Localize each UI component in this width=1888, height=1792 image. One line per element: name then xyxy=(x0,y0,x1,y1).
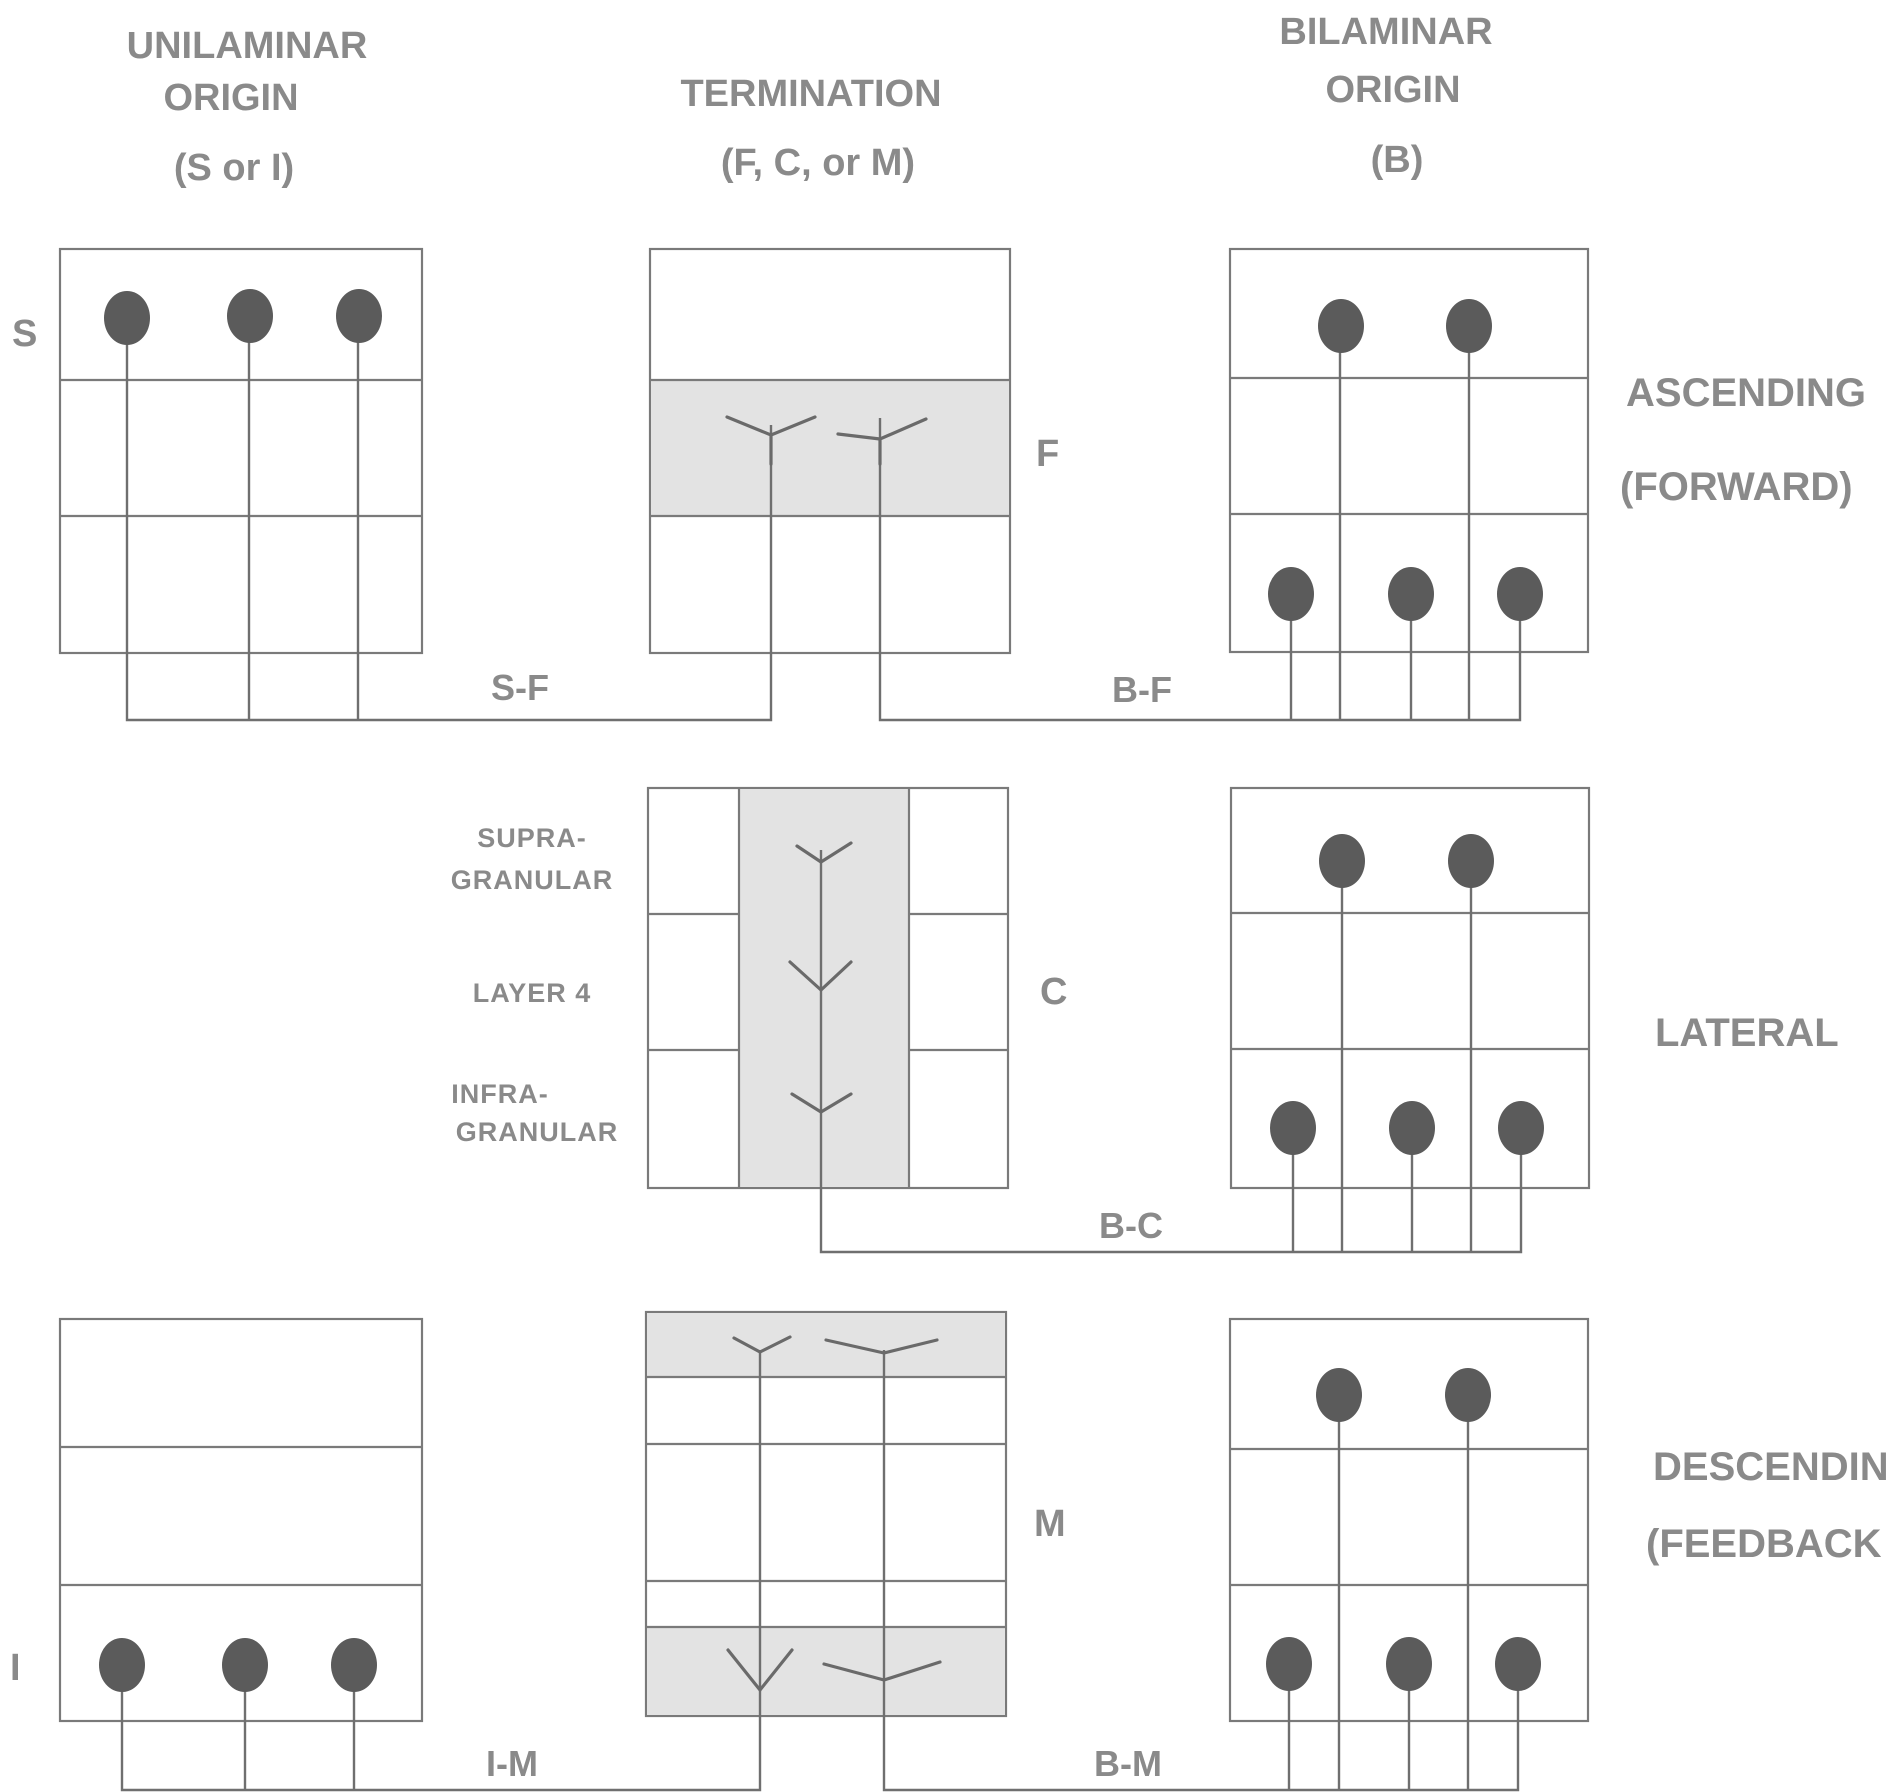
b-supra-cell-body xyxy=(1446,299,1492,353)
header-unilaminar-line3: (S or I) xyxy=(174,147,294,189)
b-m-projection xyxy=(882,1350,1520,1792)
m-terminal xyxy=(822,1660,942,1682)
row-label-forward: (FORWARD) xyxy=(1620,465,1853,509)
layer-label-infra: INFRA- xyxy=(451,1079,548,1109)
b-infra-cell-body xyxy=(1270,1101,1316,1155)
layer-abbr-m: M xyxy=(1034,1503,1066,1545)
header-bilaminar-line1: BILAMINAR xyxy=(1279,11,1492,53)
c-terminal xyxy=(790,1092,853,1114)
header-bilaminar-line3: (B) xyxy=(1371,139,1424,181)
i-cell-body xyxy=(331,1638,377,1692)
c-terminal xyxy=(795,841,853,864)
layer-label-granular-infra: GRANULAR xyxy=(456,1117,619,1147)
connection-label-b-c: B-C xyxy=(1099,1205,1163,1246)
b-supra-cell-body xyxy=(1319,834,1365,888)
connection-label-b-m: B-M xyxy=(1094,1743,1162,1784)
m-terminal xyxy=(726,1648,794,1692)
row-label-descending: DESCENDIN xyxy=(1653,1445,1888,1489)
b-infra-cell-body xyxy=(1266,1637,1312,1691)
s-cell-body xyxy=(336,289,382,343)
connection-label-b-f: B-F xyxy=(1112,669,1172,710)
f-termination-box xyxy=(648,247,1012,655)
row-label-lateral: LATERAL xyxy=(1655,1011,1839,1055)
m-terminal xyxy=(732,1335,792,1354)
header-unilaminar-line1: UNILAMINAR xyxy=(127,25,368,67)
layer-abbr-i: I xyxy=(10,1647,21,1689)
i-cell-body xyxy=(222,1638,268,1692)
header-bilaminar-line2: ORIGIN xyxy=(1325,69,1460,111)
b-c-projection xyxy=(819,850,1523,1254)
s-f-projection xyxy=(125,318,773,722)
layer-abbr-c: C xyxy=(1040,971,1067,1013)
row-label-feedback: (FEEDBACK xyxy=(1646,1522,1882,1566)
s-cell-body xyxy=(227,289,273,343)
s-cell-body xyxy=(104,291,150,345)
i-cell-body xyxy=(99,1638,145,1692)
b-infra-cell-body xyxy=(1386,1637,1432,1691)
b-infra-cell-body xyxy=(1268,567,1314,621)
header-termination-line2: (F, C, or M) xyxy=(721,142,915,184)
c-terminal xyxy=(788,960,853,992)
layer-label-granular-supra: GRANULAR xyxy=(451,865,614,895)
b-supra-cell-body xyxy=(1448,834,1494,888)
header-termination: TERMINATION (F, C, or M) xyxy=(680,73,941,184)
header-unilaminar-line2: ORIGIN xyxy=(163,77,298,119)
b-supra-cell-body xyxy=(1318,299,1364,353)
row-label-ascending: ASCENDING xyxy=(1626,371,1866,415)
m-terminal xyxy=(824,1338,939,1355)
b-supra-cell-body xyxy=(1316,1368,1362,1422)
m-termination-box xyxy=(644,1310,1008,1718)
connection-label-i-m: I-M xyxy=(486,1743,538,1784)
layer-abbr-s: S xyxy=(12,313,37,355)
b-f-projection xyxy=(878,326,1522,722)
layer-label-supra: SUPRA- xyxy=(477,823,587,853)
b-infra-cell-body xyxy=(1497,567,1543,621)
header-termination-line1: TERMINATION xyxy=(680,73,941,115)
connection-label-s-f: S-F xyxy=(491,667,549,708)
b-infra-cell-body xyxy=(1389,1101,1435,1155)
c-termination-box xyxy=(646,786,1010,1190)
b-infra-cell-body xyxy=(1388,567,1434,621)
b-infra-cell-body xyxy=(1498,1101,1544,1155)
header-bilaminar-origin: BILAMINAR ORIGIN (B) xyxy=(1279,11,1492,181)
header-unilaminar-origin: UNILAMINAR ORIGIN (S or I) xyxy=(127,25,368,189)
layer-label-layer4: LAYER 4 xyxy=(473,978,592,1008)
b-infra-cell-body xyxy=(1495,1637,1541,1691)
b-supra-cell-body xyxy=(1445,1368,1491,1422)
f-terminal xyxy=(836,417,928,466)
f-terminal xyxy=(725,415,817,466)
layer-abbr-f: F xyxy=(1036,433,1059,475)
